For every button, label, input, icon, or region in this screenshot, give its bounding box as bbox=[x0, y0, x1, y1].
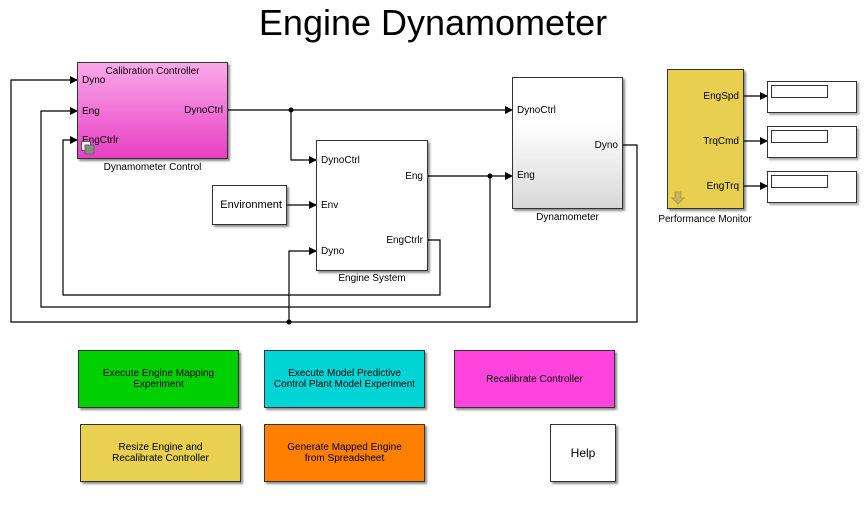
display-value bbox=[771, 130, 828, 143]
output-port-dynoctrl: DynoCtrl bbox=[184, 105, 223, 116]
block-label: Performance Monitor bbox=[658, 214, 752, 225]
button-label: Resize Engine and Recalibrate Controller bbox=[112, 442, 209, 464]
block-label: Dynamometer bbox=[536, 212, 599, 223]
wire-eng-feedback bbox=[40, 107, 491, 308]
branch-point bbox=[487, 173, 493, 179]
resize-engine-button[interactable]: Resize Engine and Recalibrate Controller bbox=[80, 424, 241, 482]
display-engspd bbox=[767, 81, 857, 113]
input-port-eng: Eng bbox=[517, 170, 535, 181]
output-port-engctrlr: EngCtrlr bbox=[386, 235, 423, 246]
button-label: Execute Model Predictive Control Plant M… bbox=[273, 368, 416, 390]
help-button[interactable]: Help bbox=[550, 424, 616, 482]
branch-point bbox=[288, 107, 294, 113]
display-value bbox=[771, 175, 828, 188]
engine-system-block[interactable]: DynoCtrl Env Dyno Eng EngCtrlr bbox=[316, 140, 428, 271]
branch-point bbox=[286, 319, 292, 325]
button-label: Recalibrate Controller bbox=[486, 373, 583, 385]
calibration-controller-block[interactable]: Calibration Controller Dyno Eng EngCtrlr… bbox=[77, 62, 228, 159]
input-port-dynoctrl: DynoCtrl bbox=[517, 105, 556, 116]
execute-mpc-plant-model-button[interactable]: Execute Model Predictive Control Plant M… bbox=[264, 350, 425, 408]
display-engtrq bbox=[767, 171, 857, 203]
input-port-eng: Eng bbox=[82, 106, 100, 117]
block-header: Calibration Controller bbox=[105, 66, 200, 77]
button-label: Execute Engine Mapping Experiment bbox=[102, 368, 215, 390]
wire-dyno-to-engine bbox=[288, 247, 317, 322]
block-label: Environment bbox=[220, 199, 282, 211]
output-port-engspd: EngSpd bbox=[703, 91, 739, 102]
wire-dyno-feedback bbox=[10, 76, 638, 323]
input-port-env: Env bbox=[321, 200, 339, 211]
input-port-dyno: Dyno bbox=[82, 75, 106, 86]
wire-dynoctrl-to-engine bbox=[290, 110, 317, 164]
dynamometer-block[interactable]: DynoCtrl Eng Dyno bbox=[512, 77, 623, 209]
display-value bbox=[771, 85, 828, 98]
page-title: Engine Dynamometer bbox=[258, 2, 608, 43]
button-label: Help bbox=[570, 445, 596, 460]
execute-engine-mapping-button[interactable]: Execute Engine Mapping Experiment bbox=[78, 350, 239, 408]
display-trqcmd bbox=[767, 126, 857, 158]
output-port-trqcmd: TrqCmd bbox=[703, 136, 739, 147]
environment-block[interactable]: Environment bbox=[212, 185, 287, 225]
input-port-dynoctrl: DynoCtrl bbox=[321, 155, 360, 166]
block-label: Engine System bbox=[338, 273, 406, 284]
button-label: Generate Mapped Engine from Spreadsheet bbox=[287, 442, 402, 464]
down-arrow-icon bbox=[671, 191, 685, 205]
block-label: Dynamometer Control bbox=[103, 162, 202, 173]
output-port-eng: Eng bbox=[405, 171, 423, 182]
generate-mapped-engine-button[interactable]: Generate Mapped Engine from Spreadsheet bbox=[264, 424, 425, 482]
input-port-dyno: Dyno bbox=[321, 246, 345, 257]
performance-monitor-block[interactable]: EngSpd TrqCmd EngTrq bbox=[667, 69, 744, 209]
output-port-engtrq: EngTrq bbox=[706, 181, 739, 192]
subsystem-reference-icon bbox=[81, 141, 95, 155]
recalibrate-controller-button[interactable]: Recalibrate Controller bbox=[454, 350, 615, 408]
wire-engctrlr-feedback bbox=[62, 136, 441, 296]
input-port-engctrlr: EngCtrlr bbox=[82, 135, 119, 146]
output-port-dyno: Dyno bbox=[594, 140, 618, 151]
